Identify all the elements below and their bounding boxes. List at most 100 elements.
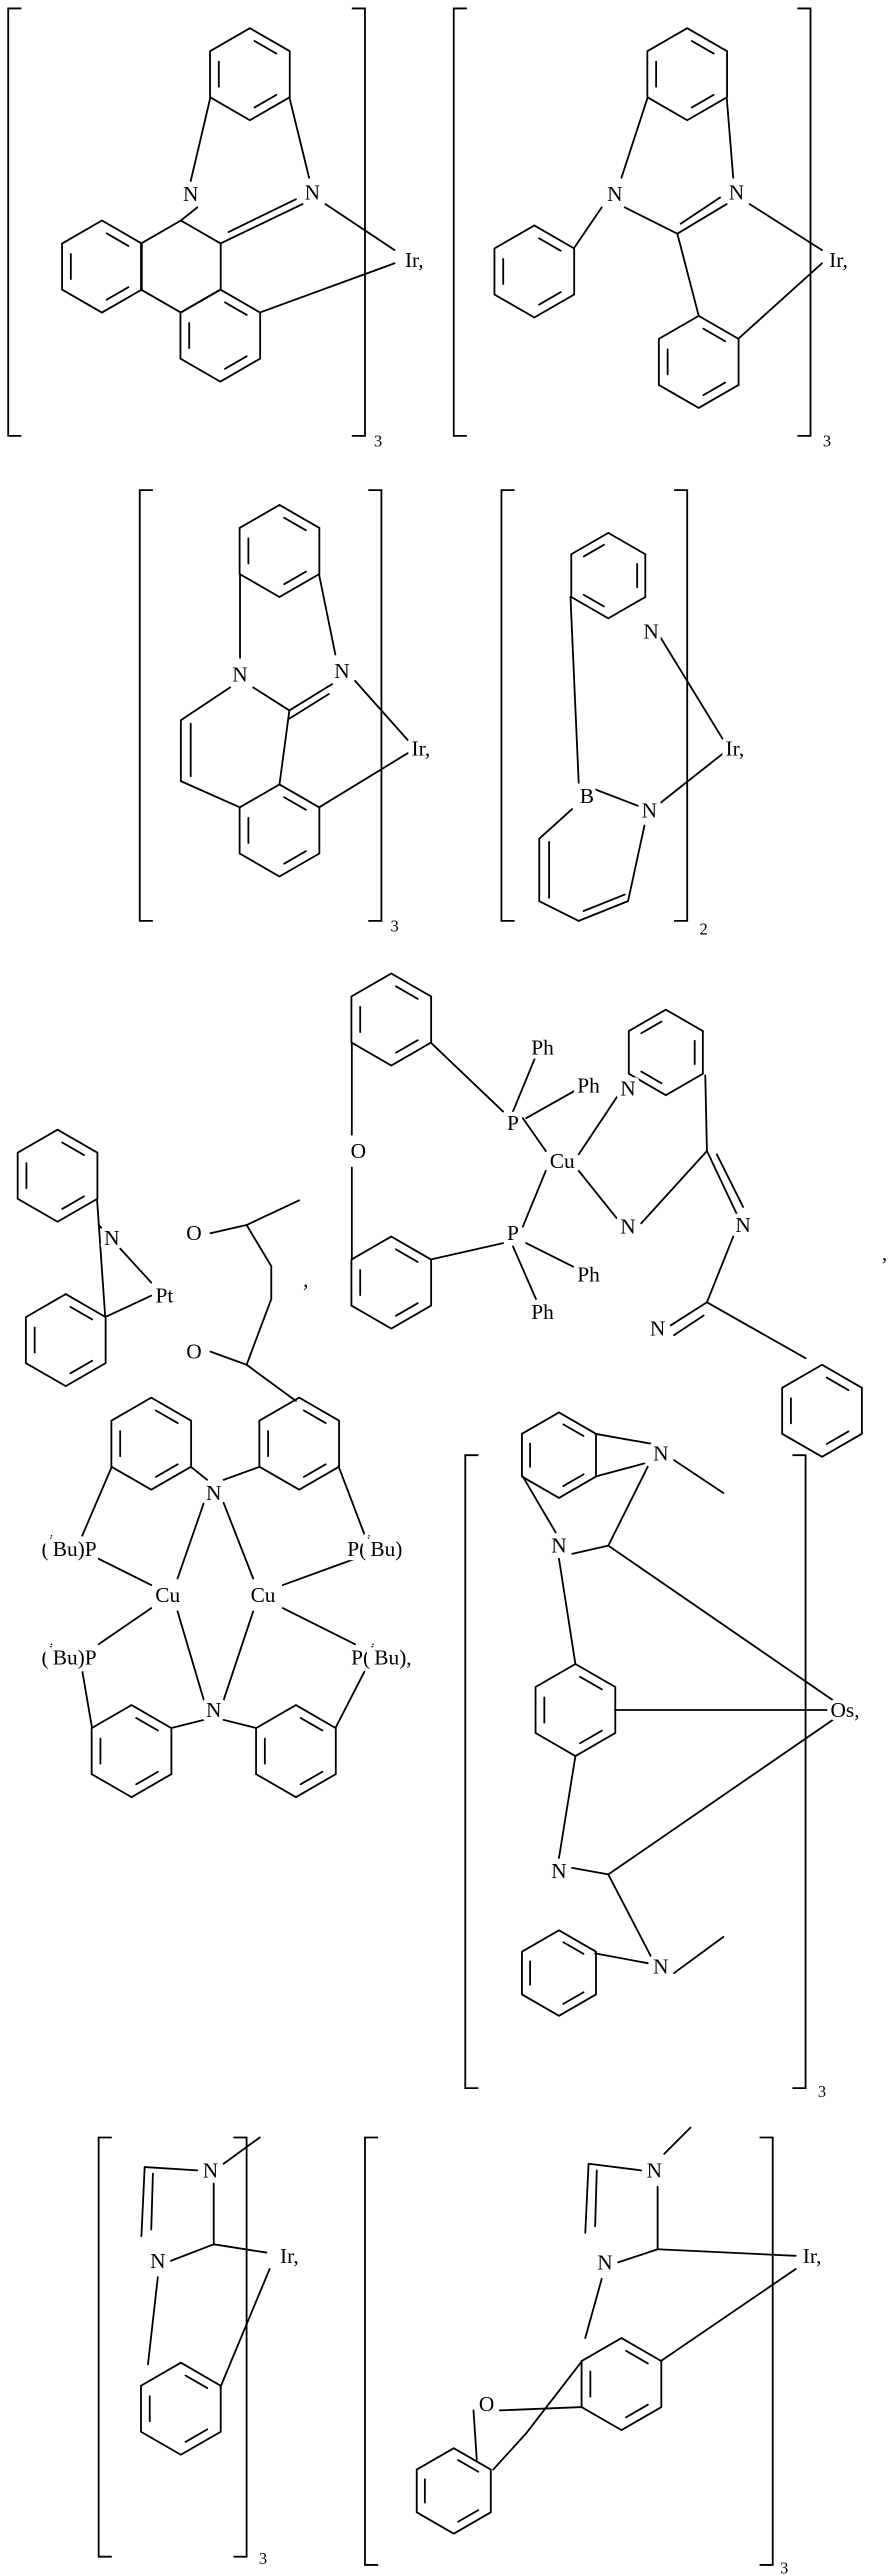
double-bond	[284, 797, 306, 810]
bond	[148, 2277, 158, 2364]
phosphine-label: (iBu)P	[41, 1533, 96, 1561]
right-bracket	[233, 2137, 246, 2556]
bond	[608, 1467, 647, 1546]
double-bond	[580, 1731, 602, 1744]
coordination-bond	[661, 638, 723, 740]
bond	[671, 1302, 707, 1325]
double-bond	[563, 1942, 583, 1954]
double-bond	[563, 1424, 583, 1436]
ring	[18, 1130, 98, 1222]
ring	[141, 221, 221, 313]
metal-ir: Ir,	[280, 2244, 299, 2268]
metal-os: Os,	[830, 1698, 859, 1722]
bond	[220, 204, 302, 243]
bond	[99, 1559, 152, 1585]
ir-complex-4: N B N Ir, 2	[580, 620, 744, 939]
double-bond	[539, 292, 561, 305]
metal-ir: Ir,	[412, 736, 431, 760]
bond	[513, 1056, 536, 1112]
bond	[191, 97, 211, 181]
bond	[539, 809, 572, 839]
bond	[224, 1503, 254, 1579]
bond	[674, 1460, 723, 1493]
atom-o: O	[479, 2392, 494, 2416]
coordination-bond	[608, 1718, 835, 1874]
coordination-bond	[658, 2249, 796, 2256]
bond	[579, 901, 628, 921]
ring	[647, 28, 727, 120]
bond	[97, 1199, 105, 1317]
metal-cu: Cu	[155, 1583, 180, 1607]
atom-b: B	[580, 784, 594, 808]
bond	[705, 1075, 707, 1151]
atom-n: N	[620, 1077, 635, 1101]
bond	[224, 1467, 260, 1480]
metal-cu: Cu	[550, 1149, 575, 1173]
bond	[145, 2167, 198, 2170]
atom-n: N	[206, 1698, 221, 1722]
double-bond	[284, 851, 306, 864]
right-bracket	[368, 490, 381, 921]
ring	[256, 1705, 336, 1797]
coordination-bond	[214, 2244, 267, 2252]
bond	[224, 2137, 260, 2163]
right-bracket	[792, 1455, 805, 2088]
bond	[513, 1246, 536, 1299]
bond	[674, 1937, 723, 1973]
subscript: 3	[818, 2082, 826, 2101]
metal-pt: Pt	[155, 1284, 173, 1308]
double-bond	[539, 238, 561, 251]
bond	[210, 1352, 246, 1365]
double-bond	[626, 2405, 648, 2418]
bond	[105, 1296, 151, 1317]
double-bond	[255, 41, 277, 54]
atom-p: P	[507, 1221, 519, 1245]
bond	[141, 2167, 144, 2236]
bond	[707, 1151, 737, 1213]
double-bond	[641, 1022, 661, 1034]
left-bracket	[99, 2137, 112, 2556]
bond	[335, 1671, 365, 1729]
bond	[171, 1720, 204, 1728]
bond	[289, 684, 332, 710]
coordination-bond	[319, 753, 408, 807]
bond	[283, 1559, 355, 1585]
os-complex: N N N N Os, 3	[551, 1442, 859, 2101]
ring	[571, 533, 645, 618]
atom-n: N	[334, 659, 349, 683]
bond	[339, 1467, 365, 1536]
right-bracket	[760, 2137, 773, 2564]
atom-n: N	[653, 1442, 668, 1466]
ir-complex-2: N N Ir, 3	[607, 181, 848, 451]
double-bond	[827, 1431, 849, 1444]
coordination-bond	[738, 263, 822, 339]
ring	[494, 225, 574, 317]
double-bond	[70, 1361, 92, 1374]
bond	[570, 597, 578, 783]
metal-ir: Ir,	[803, 2244, 822, 2268]
double-bond	[626, 2351, 648, 2364]
atom-n: N	[104, 1226, 119, 1250]
bond-layer	[8, 8, 862, 2564]
bond	[595, 1953, 648, 1963]
double-bond	[225, 356, 247, 369]
atom-n: N	[647, 2158, 662, 2182]
double-bond	[827, 1378, 849, 1391]
right-bracket	[797, 8, 810, 435]
ring	[351, 973, 431, 1065]
bond	[621, 97, 647, 178]
bond	[178, 1611, 204, 1700]
bond	[677, 234, 698, 316]
metal-ir: Ir,	[726, 736, 745, 760]
coordination-bond	[326, 204, 395, 250]
phenyl-label: Ph	[531, 1035, 554, 1059]
atom-n: N	[232, 662, 247, 686]
bond	[431, 1243, 503, 1259]
right-bracket	[674, 490, 687, 921]
bond	[289, 97, 309, 178]
atom-n: N	[203, 2158, 218, 2182]
atom-o: O	[351, 1139, 366, 1163]
bond	[572, 1868, 608, 1875]
coordination-bond	[220, 2269, 269, 2387]
